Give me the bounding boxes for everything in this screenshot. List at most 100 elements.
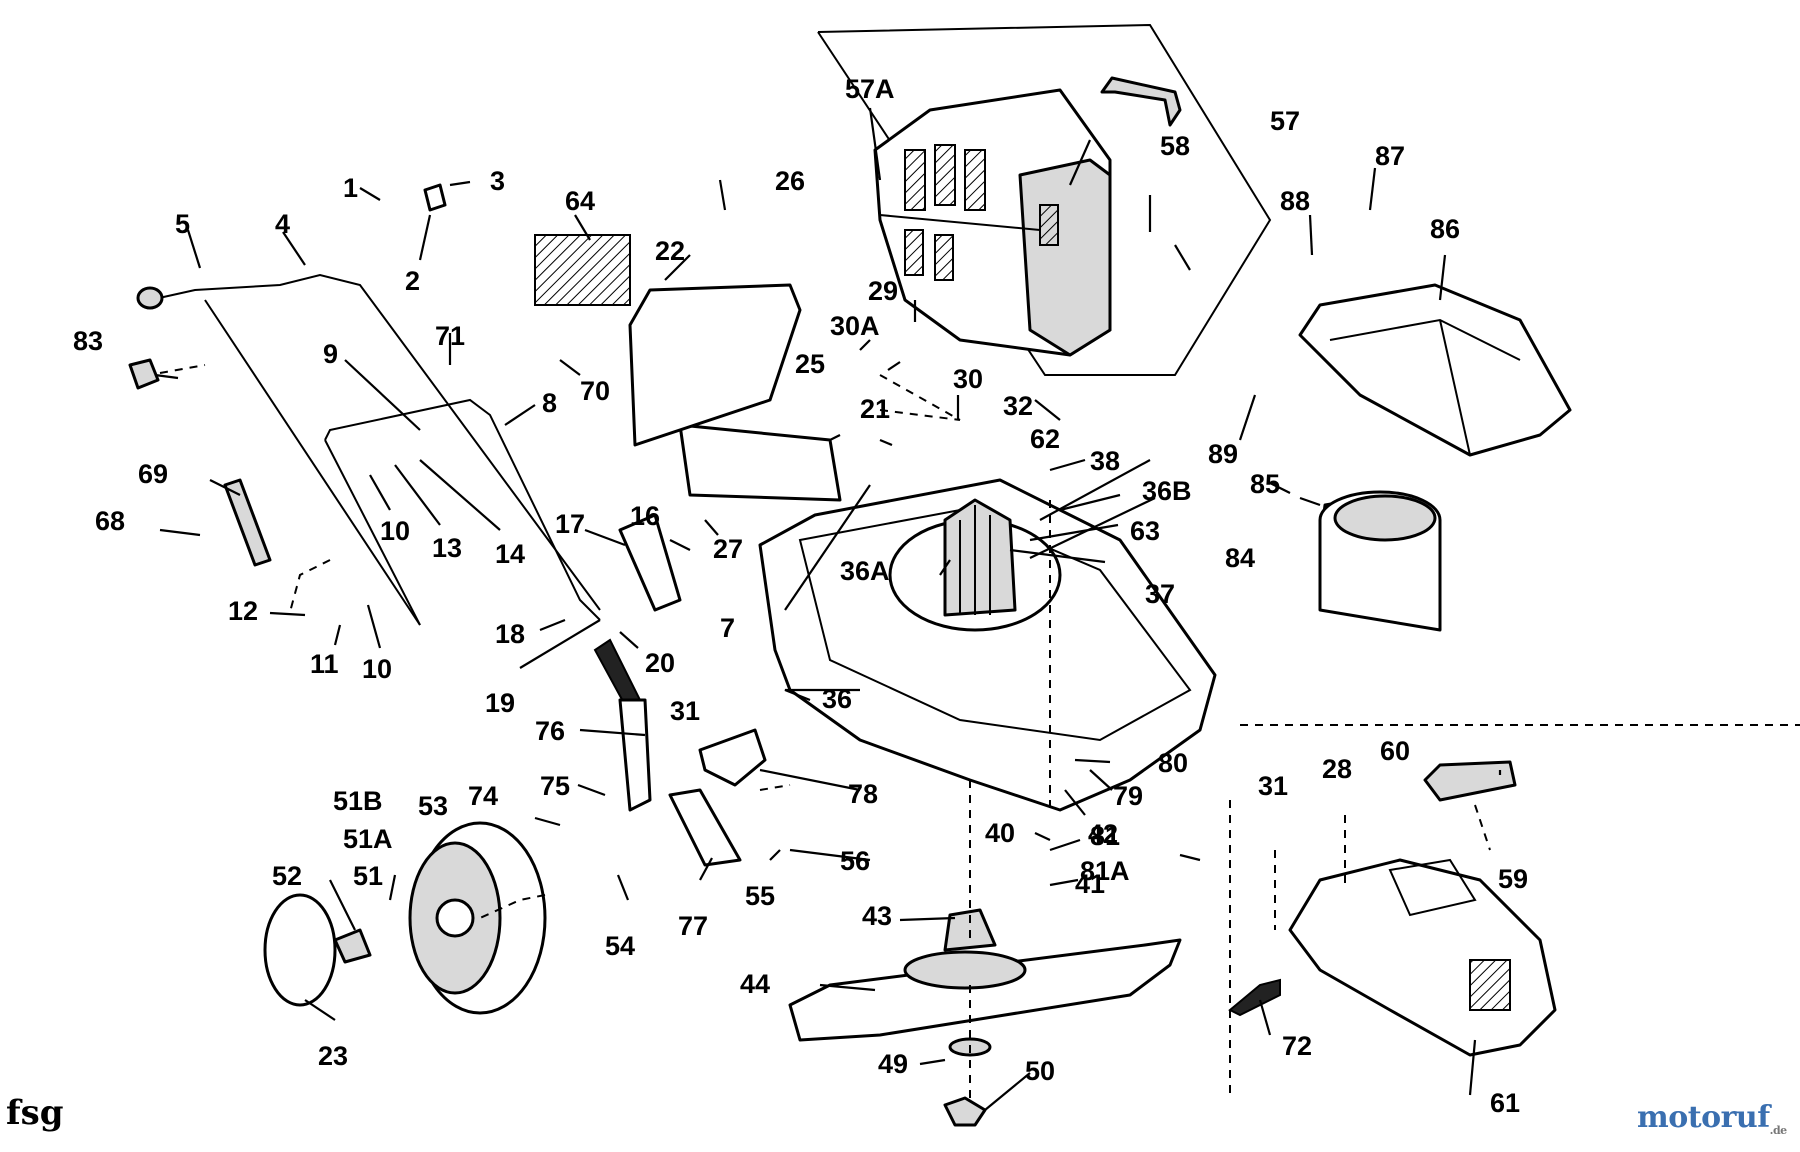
callout-51: 51 bbox=[353, 861, 383, 891]
callout-30: 30 bbox=[953, 364, 983, 394]
callout-18: 18 bbox=[495, 619, 525, 649]
callout-21: 21 bbox=[860, 394, 890, 424]
callout-86: 86 bbox=[1430, 214, 1460, 244]
bracket-17-part bbox=[618, 513, 682, 612]
callout-80: 80 bbox=[1158, 748, 1188, 778]
callout-1: 1 bbox=[343, 173, 358, 203]
callout-58: 58 bbox=[1160, 131, 1190, 161]
callout-27: 27 bbox=[713, 534, 743, 564]
callout-62: 62 bbox=[1030, 424, 1060, 454]
callout-57: 57 bbox=[1270, 106, 1300, 136]
callout-81: 81 bbox=[1090, 821, 1120, 851]
lever-76-part bbox=[618, 698, 652, 812]
upper-handle-part bbox=[149, 273, 601, 611]
callout-60: 60 bbox=[1380, 736, 1410, 766]
watermark-logo: motoruf.de bbox=[1637, 1100, 1787, 1137]
callout-16: 16 bbox=[630, 501, 660, 531]
callout-9: 9 bbox=[323, 339, 338, 369]
callout-36: 36 bbox=[822, 684, 852, 714]
spring-69-part bbox=[223, 478, 272, 567]
callout-36a: 36A bbox=[840, 556, 890, 586]
callout-labels: 1 2 3 4 5 7 8 9 10 10 11 12 13 14 16 17 … bbox=[73, 74, 1528, 1118]
watermark-text: motoruf bbox=[1637, 1100, 1770, 1135]
callout-38: 38 bbox=[1090, 446, 1120, 476]
callout-89: 89 bbox=[1208, 439, 1238, 469]
callout-84: 84 bbox=[1225, 543, 1255, 573]
wheel-part bbox=[408, 821, 547, 1015]
callout-30a: 30A bbox=[830, 311, 880, 341]
callout-29: 29 bbox=[868, 276, 898, 306]
callout-44: 44 bbox=[740, 969, 770, 999]
callout-37: 37 bbox=[1145, 579, 1175, 609]
callout-52: 52 bbox=[272, 861, 302, 891]
callout-57a: 57A bbox=[845, 74, 895, 104]
assembly-line bbox=[879, 374, 961, 421]
callout-23: 23 bbox=[318, 1041, 348, 1071]
callout-10a: 10 bbox=[380, 516, 410, 546]
callout-74: 74 bbox=[468, 781, 498, 811]
callout-11: 11 bbox=[310, 649, 339, 679]
switch-2-part bbox=[423, 183, 447, 212]
watermark-suffix: .de bbox=[1769, 1124, 1788, 1137]
callout-78: 78 bbox=[848, 779, 878, 809]
callout-87: 87 bbox=[1375, 141, 1405, 171]
callout-75: 75 bbox=[540, 771, 570, 801]
motor-cover-part bbox=[1298, 283, 1572, 457]
callout-42: 42 bbox=[1088, 819, 1118, 849]
chute-part bbox=[628, 283, 802, 447]
callout-8: 8 bbox=[542, 388, 557, 418]
callout-10b: 10 bbox=[362, 654, 392, 684]
callout-79: 79 bbox=[1113, 781, 1143, 811]
lever-76-grip bbox=[593, 638, 642, 707]
callout-26: 26 bbox=[775, 166, 805, 196]
handle-left-bar bbox=[204, 299, 421, 626]
callout-63: 63 bbox=[1130, 516, 1160, 546]
callout-77: 77 bbox=[678, 911, 708, 941]
callout-20: 20 bbox=[645, 648, 675, 678]
callout-83: 83 bbox=[73, 326, 103, 356]
callout-40: 40 bbox=[985, 818, 1015, 848]
callout-81a: 81A bbox=[1080, 856, 1130, 886]
callout-41: 41 bbox=[1075, 869, 1105, 899]
callout-54: 54 bbox=[605, 931, 635, 961]
bracket-77-part bbox=[668, 788, 742, 867]
callout-19: 19 bbox=[485, 688, 515, 718]
callout-4: 4 bbox=[275, 209, 290, 239]
callout-55: 55 bbox=[745, 881, 775, 911]
grass-box-part bbox=[873, 88, 1112, 357]
motor-housing-part bbox=[1318, 490, 1442, 632]
clip-72-part bbox=[1228, 978, 1281, 1017]
handle-part bbox=[1100, 76, 1182, 127]
callout-3: 3 bbox=[490, 166, 505, 196]
callout-7: 7 bbox=[720, 613, 735, 643]
callout-36b: 36B bbox=[1142, 476, 1192, 506]
assembly-line bbox=[289, 559, 331, 613]
plate-78-part bbox=[698, 728, 767, 787]
callout-13: 13 bbox=[432, 533, 462, 563]
flap-60-part bbox=[1423, 760, 1517, 802]
callout-59: 59 bbox=[1498, 864, 1528, 894]
callout-28: 28 bbox=[1322, 754, 1352, 784]
bolt-52-part bbox=[333, 928, 372, 964]
callout-76: 76 bbox=[535, 716, 565, 746]
callout-68: 68 bbox=[95, 506, 125, 536]
assembly-line bbox=[759, 784, 791, 791]
callout-70: 70 bbox=[580, 376, 610, 406]
leader-lines bbox=[154, 107, 1502, 1111]
callout-88: 88 bbox=[1280, 186, 1310, 216]
callout-53: 53 bbox=[418, 791, 448, 821]
callout-25: 25 bbox=[795, 349, 825, 379]
callout-71: 71 bbox=[435, 321, 465, 351]
callout-49: 49 bbox=[878, 1049, 908, 1079]
callout-14: 14 bbox=[495, 539, 525, 569]
knob-83-part bbox=[128, 358, 160, 390]
callout-31a: 31 bbox=[670, 696, 700, 726]
callout-72: 72 bbox=[1282, 1031, 1312, 1061]
callout-17: 17 bbox=[555, 509, 585, 539]
callout-32: 32 bbox=[1003, 391, 1033, 421]
handle-cap-part bbox=[136, 286, 164, 310]
callout-5: 5 bbox=[175, 209, 190, 239]
callout-43: 43 bbox=[862, 901, 892, 931]
